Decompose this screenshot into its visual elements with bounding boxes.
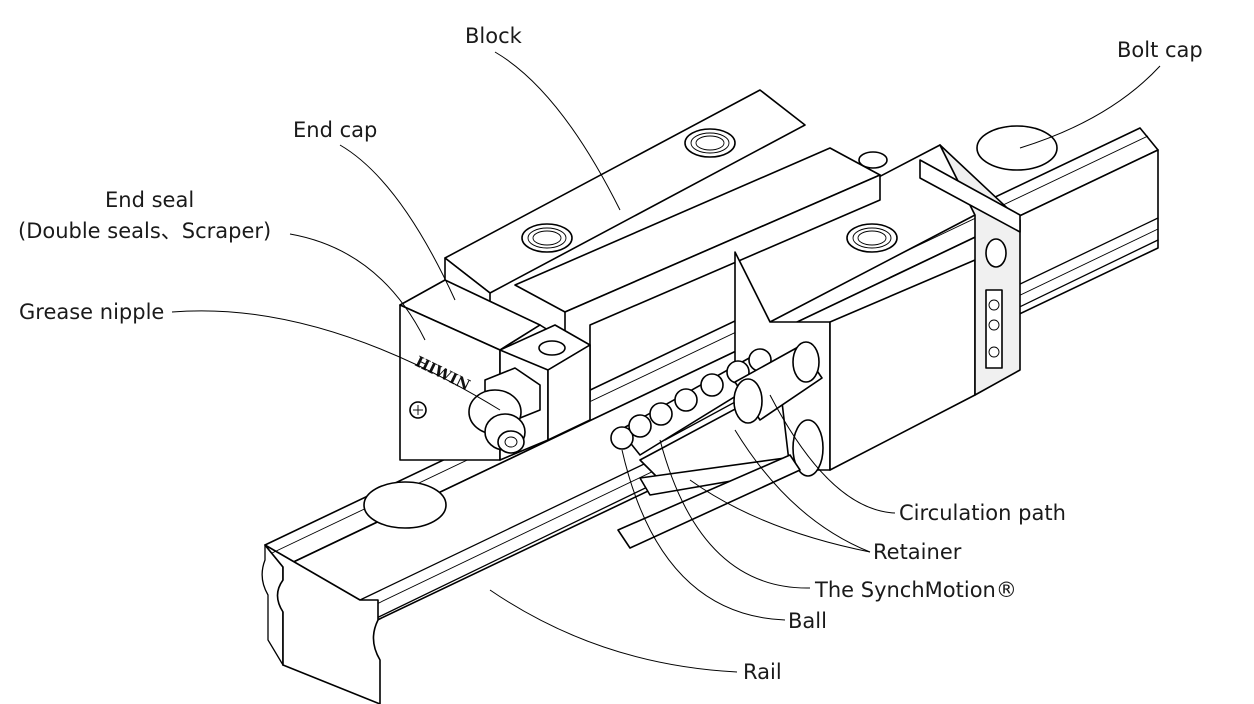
label-rail: Rail (743, 660, 782, 684)
leader-lines (171, 51, 1161, 673)
leader-synchmotion (659, 439, 811, 589)
leader-ball (621, 449, 786, 621)
rail-bolt-cap-rear (976, 125, 1058, 171)
rail-bolt-cap-front (363, 481, 447, 529)
block-bolt-hole-3 (846, 223, 898, 253)
ball-4 (674, 388, 698, 412)
ball-2 (628, 414, 652, 438)
block-bolt-hole-1 (521, 223, 573, 253)
label-bolt-cap: Bolt cap (1117, 38, 1203, 62)
leader-end-seal (289, 233, 426, 341)
label-ball: Ball (788, 609, 827, 633)
ball-5 (700, 373, 724, 397)
label-end-seal: End seal (105, 188, 194, 212)
label-end-cap: End cap (293, 118, 377, 142)
side-marking-plate (985, 289, 1003, 369)
label-retainer: Retainer (873, 540, 962, 564)
label-grease-nipple: Grease nipple (19, 300, 164, 324)
labels: Block Bolt cap End cap End seal (Double … (18, 24, 1203, 684)
circulation-hole (792, 419, 824, 477)
leader-end-cap (339, 144, 456, 301)
leader-retainer-b (734, 429, 871, 553)
label-circulation-path: Circulation path (899, 501, 1066, 525)
label-synchmotion: The SynchMotion® (814, 578, 1017, 602)
ball-1 (610, 426, 634, 450)
block-bolt-hole-2 (684, 128, 736, 158)
leader-block (494, 51, 621, 211)
ball-3 (649, 402, 673, 426)
label-end-seal-detail: (Double seals、Scraper) (18, 219, 271, 243)
leader-retainer-a (689, 479, 871, 553)
leader-grease-nipple (171, 310, 501, 411)
leader-circulation-path (769, 394, 896, 514)
grease-nipple (468, 367, 541, 454)
leader-bolt-cap (1019, 65, 1161, 149)
ball-train (610, 341, 823, 549)
leader-rail (489, 589, 738, 673)
label-block: Block (465, 24, 523, 48)
